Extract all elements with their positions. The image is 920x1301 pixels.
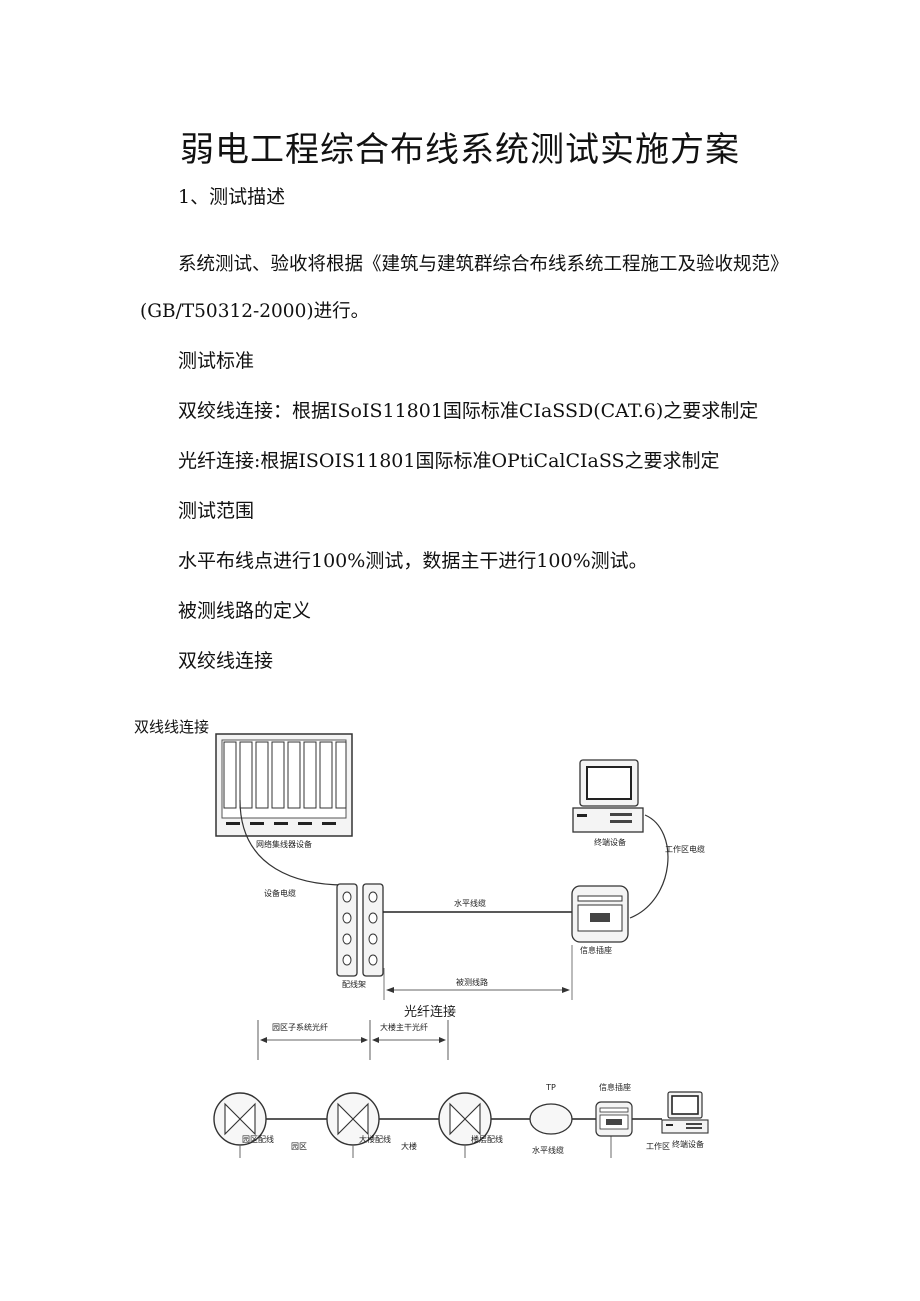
horizontal-cable-label: 水平线缆 <box>454 898 486 908</box>
fiber-caption: 光纤连接 <box>404 1004 456 1020</box>
info-outlet-icon-2 <box>595 1101 633 1137</box>
info-outlet-icon <box>571 885 629 943</box>
info-outlet-label-2: 信息插座 <box>599 1082 631 1092</box>
equipment-cable <box>239 799 346 886</box>
horizontal-cable-label-2: 水平线缆 <box>532 1145 564 1155</box>
equipment-cable-label: 设备电缆 <box>264 888 296 898</box>
fiber-rule: 光纤连接:根据ISOIS11801国际标准OPtiCalCIaSS之要求制定 <box>178 450 720 472</box>
network-hub-icon <box>215 733 353 837</box>
building-label: 大楼 <box>401 1141 417 1151</box>
campus-fiber-label: 园区子系统光纤 <box>272 1022 328 1032</box>
dimension-arrows <box>260 1037 446 1043</box>
terminal-device-label-2: 终端设备 <box>672 1139 704 1149</box>
paragraph-line-2: (GB/T50312-2000)进行。 <box>140 301 370 322</box>
twisted-pair-rule: 双绞线连接：根据ISoIS11801国际标准CIaSSD(CAT.6)之要求制定 <box>178 400 759 422</box>
link-definition-heading: 被测线路的定义 <box>178 600 312 622</box>
patch-panel-label: 配线架 <box>342 979 366 989</box>
network-device-label: 网络集线器设备 <box>256 839 312 849</box>
building-distributor-label: 大楼配线 <box>359 1134 391 1144</box>
campus-distributor-label: 园区配线 <box>242 1134 274 1144</box>
terminal-device-label: 终端设备 <box>594 837 626 847</box>
twisted-pair-heading: 双绞线连接 <box>178 650 274 672</box>
campus-label: 园区 <box>291 1142 307 1151</box>
paragraph-line-1: 系统测试、验收将根据《建筑与建筑群综合布线系统工程施工及验收规范》 <box>178 254 789 275</box>
work-area-cable-label: 工作区电缆 <box>665 844 705 854</box>
patch-panel-icon <box>336 883 384 977</box>
building-backbone-label: 大楼主干光纤 <box>380 1022 428 1032</box>
tp-label: TP <box>545 1083 556 1092</box>
test-scope-heading: 测试范围 <box>178 500 255 522</box>
floor-distributor-icon <box>438 1092 492 1146</box>
work-area-cable <box>629 814 669 919</box>
tested-link-label: 被测线路 <box>456 977 488 987</box>
diagram1-caption: 双线线连接 <box>134 718 210 736</box>
tested-link-arrow <box>383 945 573 1000</box>
info-outlet-label: 信息插座 <box>580 945 612 955</box>
scope-text: 水平布线点进行100%测试，数据主干进行100%测试。 <box>178 550 648 572</box>
building-distributor-icon <box>326 1092 380 1146</box>
dimension-lines <box>257 1020 449 1060</box>
page-title: 弱电工程综合布线系统测试实施方案 <box>180 130 740 170</box>
campus-distributor-icon <box>213 1092 267 1146</box>
terminal-computer-icon-2 <box>661 1091 709 1134</box>
work-area-label: 工作区 <box>646 1141 670 1151</box>
terminal-computer-icon <box>572 759 644 833</box>
test-standard-heading: 测试标准 <box>178 350 255 372</box>
section-heading: 1、测试描述 <box>178 186 286 208</box>
zone-divider-lines <box>239 1135 612 1158</box>
tp-icon <box>529 1103 573 1135</box>
floor-distributor-label: 楼层配线 <box>471 1134 503 1144</box>
